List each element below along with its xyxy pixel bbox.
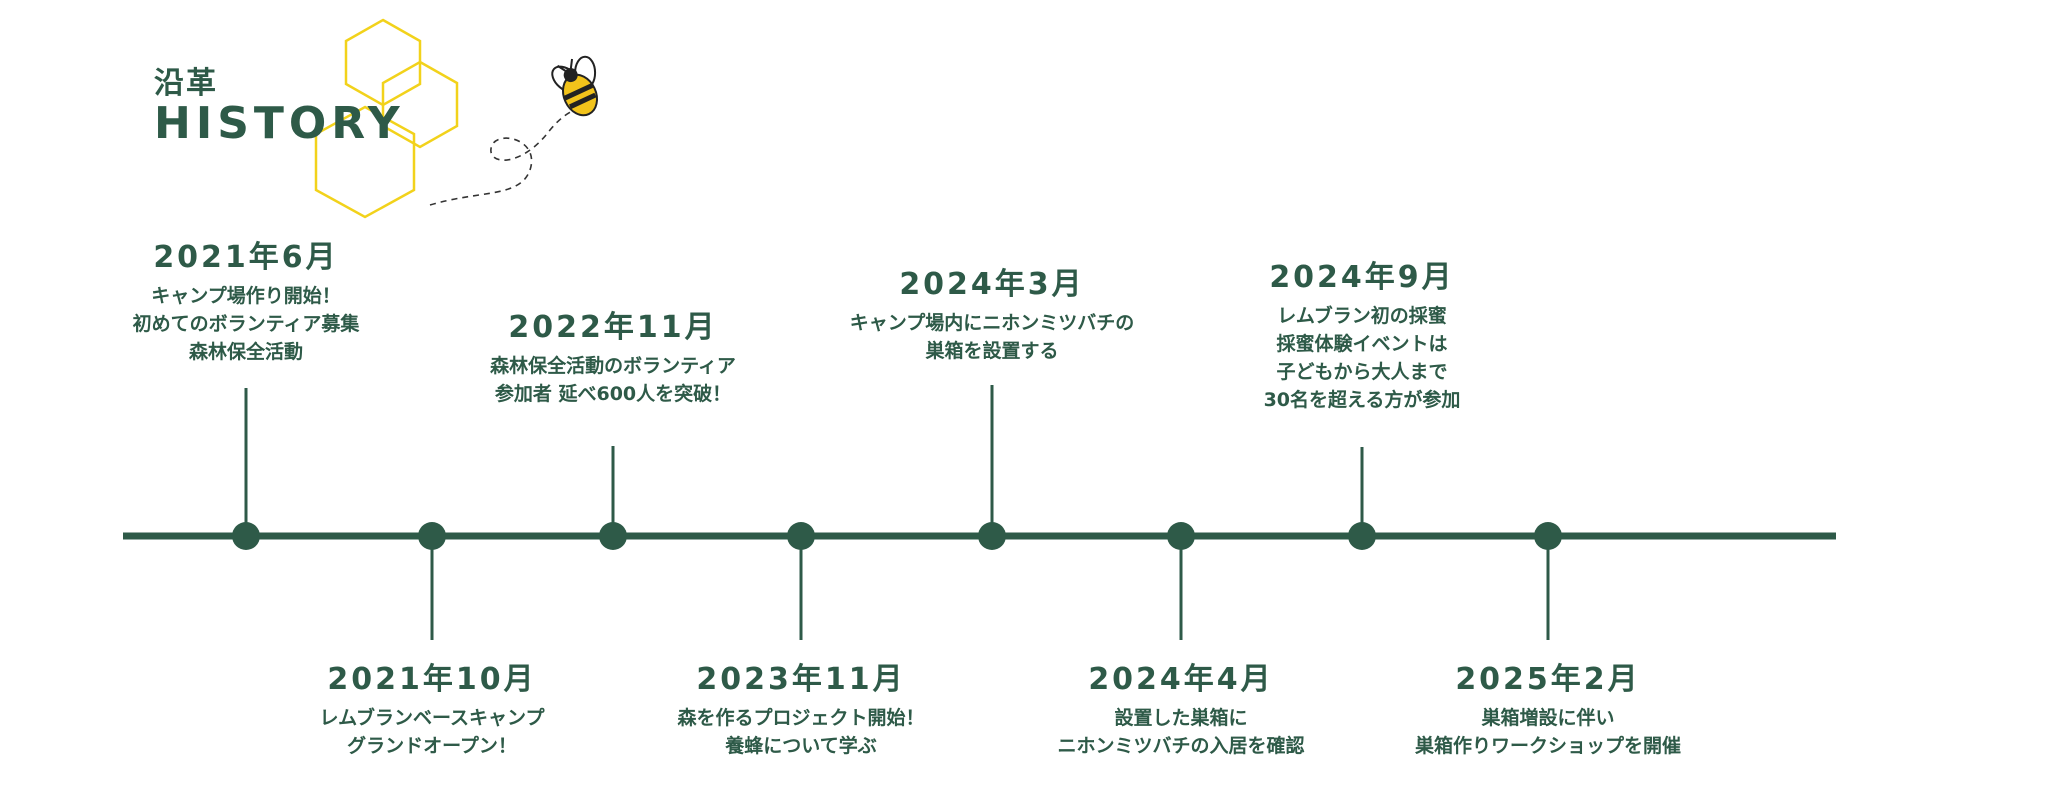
- timeline-event: 2024年3月キャンプ場内にニホンミツバチの巣箱を設置する: [812, 265, 1172, 365]
- event-description-line: 森を作るプロジェクト開始！: [677, 707, 925, 729]
- event-description-line: レムブランベースキャンプ: [319, 707, 545, 729]
- event-description-line: 巣箱作りワークショップを開催: [1414, 735, 1681, 757]
- timeline-dot: [1534, 522, 1562, 550]
- event-date: 2024年3月: [899, 267, 1085, 302]
- timeline-dot: [418, 522, 446, 550]
- event-description: キャンプ場作り開始！ 初めてのボランティア募集森林保全活動: [66, 282, 426, 366]
- bee-icon: [551, 55, 599, 117]
- event-description: キャンプ場内にニホンミツバチの巣箱を設置する: [812, 309, 1172, 365]
- page-title-jp: 沿革: [154, 66, 218, 101]
- event-description: 森林保全活動のボランティア参加者 延べ600人を突破！: [433, 352, 793, 408]
- event-date: 2023年11月: [696, 662, 906, 697]
- timeline-event: 2023年11月森を作るプロジェクト開始！ 養蜂について学ぶ: [621, 660, 981, 760]
- event-description: 設置した巣箱にニホンミツバチの入居を確認: [1001, 704, 1361, 760]
- event-date: 2024年4月: [1088, 662, 1274, 697]
- event-description-line: 巣箱を設置する: [925, 340, 1059, 362]
- timeline-dot: [787, 522, 815, 550]
- event-description-line: キャンプ場作り開始！: [151, 285, 341, 307]
- event-description-line: 巣箱増設に伴い: [1481, 707, 1615, 729]
- timeline-event: 2022年11月森林保全活動のボランティア参加者 延べ600人を突破！: [433, 308, 793, 408]
- event-description-line: 養蜂について学ぶ: [725, 735, 877, 757]
- timeline-event: 2021年10月レムブランベースキャンプグランドオープン！: [252, 660, 612, 760]
- event-description-line: レムブラン初の採蜜: [1277, 305, 1447, 327]
- timeline-dot: [1348, 522, 1376, 550]
- event-date: 2021年10月: [327, 662, 537, 697]
- event-description-line: 設置した巣箱に: [1114, 707, 1248, 729]
- event-date: 2022年11月: [508, 310, 718, 345]
- event-description-line: 初めてのボランティア募集: [132, 313, 360, 335]
- timeline-connectors: [244, 385, 1550, 640]
- event-description-line: 採蜜体験イベントは: [1276, 333, 1448, 355]
- event-date: 2021年6月: [153, 240, 339, 275]
- timeline-event: 2025年2月巣箱増設に伴い巣箱作りワークショップを開催: [1368, 660, 1728, 760]
- timeline-event: 2024年9月レムブラン初の採蜜採蜜体験イベントは子どもから大人まで 30名を超え…: [1182, 258, 1542, 414]
- honeycomb-cell: [381, 60, 459, 149]
- event-description: レムブランベースキャンプグランドオープン！: [252, 704, 612, 760]
- event-description-line: ニホンミツバチの入居を確認: [1057, 735, 1305, 757]
- event-description: レムブラン初の採蜜採蜜体験イベントは子どもから大人まで 30名を超える方が参加: [1182, 302, 1542, 414]
- timeline-dot: [599, 522, 627, 550]
- event-date: 2024年9月: [1269, 260, 1455, 295]
- bee-flight-path: [429, 107, 581, 206]
- event-description-line: 子どもから大人まで: [1276, 361, 1448, 383]
- timeline-event: 2021年6月キャンプ場作り開始！ 初めてのボランティア募集森林保全活動: [66, 238, 426, 366]
- event-description-line: 30名を超える方が参加: [1263, 389, 1461, 411]
- page-title-en: HISTORY: [154, 98, 405, 149]
- timeline-dot: [978, 522, 1006, 550]
- timeline-dot: [232, 522, 260, 550]
- timeline-dots: [232, 522, 1562, 550]
- event-description-line: キャンプ場内にニホンミツバチの: [849, 312, 1135, 334]
- event-description-line: 森林保全活動のボランティア: [490, 355, 736, 377]
- event-description-line: グランドオープン！: [347, 735, 517, 757]
- event-description: 巣箱増設に伴い巣箱作りワークショップを開催: [1368, 704, 1728, 760]
- event-description-line: 参加者 延べ600人を突破！: [494, 383, 732, 405]
- event-date: 2025年2月: [1455, 662, 1641, 697]
- honeycomb-icon: [314, 18, 459, 219]
- timeline-event: 2024年4月設置した巣箱にニホンミツバチの入居を確認: [1001, 660, 1361, 760]
- honeycomb-cell: [314, 105, 416, 219]
- event-description-line: 森林保全活動: [188, 341, 303, 363]
- event-description: 森を作るプロジェクト開始！ 養蜂について学ぶ: [621, 704, 981, 760]
- timeline-dot: [1167, 522, 1195, 550]
